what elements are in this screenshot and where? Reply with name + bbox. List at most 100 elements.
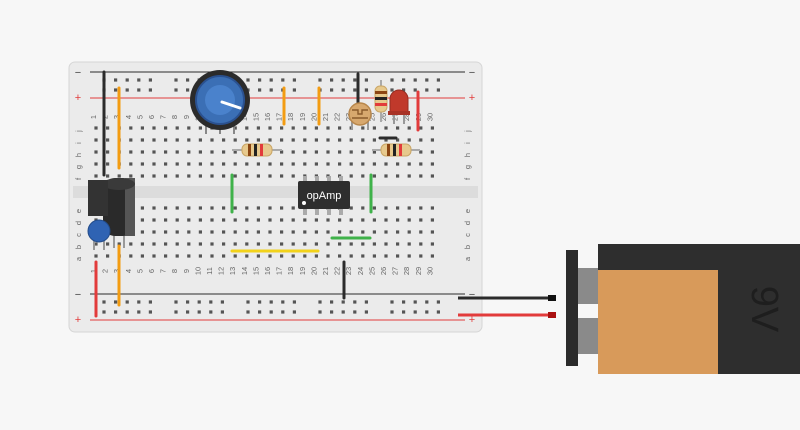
breadboard-hole[interactable] — [140, 230, 144, 234]
breadboard-hole[interactable] — [430, 218, 434, 222]
breadboard-hole[interactable] — [314, 230, 318, 234]
breadboard-hole[interactable] — [280, 206, 284, 210]
breadboard-hole[interactable] — [407, 126, 411, 130]
breadboard-hole[interactable] — [280, 230, 284, 234]
breadboard-hole[interactable] — [396, 254, 400, 258]
breadboard-hole[interactable] — [233, 218, 237, 222]
breadboard-hole[interactable] — [152, 254, 156, 258]
breadboard-hole[interactable] — [390, 88, 394, 92]
breadboard-hole[interactable] — [210, 242, 214, 246]
breadboard-hole[interactable] — [245, 242, 249, 246]
breadboard-hole[interactable] — [269, 300, 273, 304]
breadboard-hole[interactable] — [106, 138, 110, 142]
breadboard-hole[interactable] — [164, 242, 168, 246]
breadboard-hole[interactable] — [106, 254, 110, 258]
breadboard-hole[interactable] — [341, 310, 345, 314]
breadboard-hole[interactable] — [349, 162, 353, 166]
breadboard-hole[interactable] — [361, 230, 365, 234]
breadboard-hole[interactable] — [402, 300, 406, 304]
breadboard-hole[interactable] — [220, 300, 224, 304]
breadboard-hole[interactable] — [436, 78, 440, 82]
breadboard-hole[interactable] — [148, 310, 152, 314]
breadboard-hole[interactable] — [303, 242, 307, 246]
breadboard-hole[interactable] — [349, 254, 353, 258]
breadboard-hole[interactable] — [291, 254, 295, 258]
breadboard-hole[interactable] — [338, 230, 342, 234]
breadboard-hole[interactable] — [364, 78, 368, 82]
breadboard-hole[interactable] — [233, 174, 237, 178]
breadboard-hole[interactable] — [152, 174, 156, 178]
breadboard-hole[interactable] — [198, 242, 202, 246]
breadboard-hole[interactable] — [94, 242, 98, 246]
breadboard-hole[interactable] — [258, 78, 262, 82]
breadboard-hole[interactable] — [372, 242, 376, 246]
breadboard-hole[interactable] — [187, 126, 191, 130]
breadboard-hole[interactable] — [233, 138, 237, 142]
breadboard-hole[interactable] — [396, 138, 400, 142]
breadboard-hole[interactable] — [338, 162, 342, 166]
breadboard-hole[interactable] — [137, 310, 141, 314]
breadboard-hole[interactable] — [245, 126, 249, 130]
breadboard-hole[interactable] — [413, 310, 417, 314]
breadboard-hole[interactable] — [246, 310, 250, 314]
breadboard-hole[interactable] — [164, 150, 168, 154]
breadboard-hole[interactable] — [390, 78, 394, 82]
breadboard-hole[interactable] — [129, 162, 133, 166]
breadboard-hole[interactable] — [430, 138, 434, 142]
breadboard-hole[interactable] — [338, 218, 342, 222]
breadboard-hole[interactable] — [268, 126, 272, 130]
breadboard-hole[interactable] — [419, 206, 423, 210]
breadboard-hole[interactable] — [291, 174, 295, 178]
breadboard-hole[interactable] — [220, 310, 224, 314]
breadboard-hole[interactable] — [430, 150, 434, 154]
breadboard-hole[interactable] — [419, 254, 423, 258]
led-red[interactable] — [388, 89, 410, 124]
breadboard-hole[interactable] — [338, 150, 342, 154]
breadboard-hole[interactable] — [187, 206, 191, 210]
breadboard-hole[interactable] — [140, 162, 144, 166]
breadboard-hole[interactable] — [384, 162, 388, 166]
breadboard-hole[interactable] — [303, 218, 307, 222]
breadboard-hole[interactable] — [258, 300, 262, 304]
breadboard-hole[interactable] — [210, 230, 214, 234]
breadboard-hole[interactable] — [430, 230, 434, 234]
breadboard-hole[interactable] — [245, 162, 249, 166]
breadboard-hole[interactable] — [114, 88, 118, 92]
breadboard-hole[interactable] — [430, 162, 434, 166]
breadboard-hole[interactable] — [419, 242, 423, 246]
breadboard-hole[interactable] — [291, 138, 295, 142]
breadboard-hole[interactable] — [353, 88, 357, 92]
breadboard-hole[interactable] — [152, 206, 156, 210]
breadboard-hole[interactable] — [256, 162, 260, 166]
breadboard-hole[interactable] — [291, 162, 295, 166]
breadboard-hole[interactable] — [292, 88, 296, 92]
breadboard-hole[interactable] — [152, 126, 156, 130]
breadboard-hole[interactable] — [326, 162, 330, 166]
breadboard-hole[interactable] — [187, 242, 191, 246]
breadboard-hole[interactable] — [361, 126, 365, 130]
breadboard-hole[interactable] — [292, 78, 296, 82]
breadboard-hole[interactable] — [210, 174, 214, 178]
breadboard-hole[interactable] — [407, 230, 411, 234]
breadboard-hole[interactable] — [198, 150, 202, 154]
breadboard-hole[interactable] — [187, 138, 191, 142]
breadboard-hole[interactable] — [174, 300, 178, 304]
breadboard-hole[interactable] — [186, 310, 190, 314]
breadboard-hole[interactable] — [246, 300, 250, 304]
breadboard-hole[interactable] — [222, 242, 226, 246]
breadboard-hole[interactable] — [353, 310, 357, 314]
breadboard-hole[interactable] — [372, 126, 376, 130]
breadboard-hole[interactable] — [175, 242, 179, 246]
potentiometer[interactable] — [190, 70, 250, 134]
breadboard-hole[interactable] — [396, 206, 400, 210]
breadboard-hole[interactable] — [256, 206, 260, 210]
breadboard-hole[interactable] — [314, 162, 318, 166]
breadboard-hole[interactable] — [198, 126, 202, 130]
breadboard-hole[interactable] — [280, 138, 284, 142]
breadboard-hole[interactable] — [361, 218, 365, 222]
breadboard-hole[interactable] — [280, 254, 284, 258]
breadboard-hole[interactable] — [361, 254, 365, 258]
breadboard-hole[interactable] — [268, 218, 272, 222]
breadboard-hole[interactable] — [330, 310, 334, 314]
breadboard-hole[interactable] — [314, 126, 318, 130]
